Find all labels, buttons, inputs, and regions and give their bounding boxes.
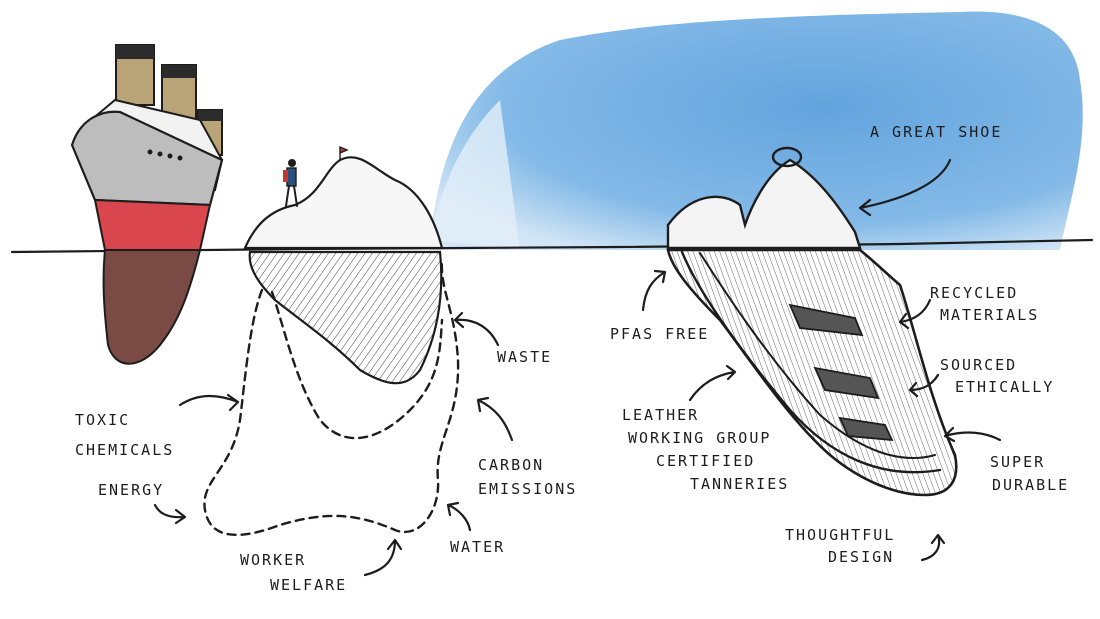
arrow-sourced (908, 373, 940, 398)
right-labels: A GREAT SHOE PFAS FREE LEATHER WORKING G… (610, 123, 1069, 566)
label-toxic-2: CHEMICALS (75, 441, 174, 459)
arrow-toxic (178, 393, 240, 412)
arrow-waste (453, 311, 500, 347)
label-leather-4: TANNERIES (690, 475, 789, 493)
label-great-shoe: A GREAT SHOE (870, 123, 1002, 141)
arrow-water (446, 501, 472, 532)
arrow-worker (363, 538, 403, 577)
waterline (10, 238, 1094, 254)
label-worker-1: WORKER (240, 551, 306, 569)
arrow-pfas (641, 269, 667, 312)
label-recycled-1: RECYCLED (930, 284, 1018, 302)
label-thoughtful-2: DESIGN (828, 548, 894, 566)
arrow-energy (153, 503, 187, 525)
summit-flag (339, 145, 349, 160)
label-recycled-2: MATERIALS (940, 306, 1039, 324)
ship (70, 44, 224, 365)
arrows (153, 158, 1002, 577)
label-sourced-1: SOURCED (940, 356, 1017, 374)
arrow-super (943, 426, 1002, 443)
hiker (283, 159, 298, 207)
arrow-carbon (476, 396, 514, 442)
arrow-leather (688, 364, 737, 402)
arrow-thoughtful (920, 533, 946, 562)
label-carbon-2: EMISSIONS (478, 480, 577, 498)
label-leather-3: CERTIFIED (656, 452, 755, 470)
label-worker-2: WELFARE (270, 576, 347, 594)
label-sourced-2: ETHICALLY (955, 378, 1054, 396)
label-super-1: SUPER (990, 453, 1045, 471)
label-energy: ENERGY (98, 481, 164, 499)
label-pfas: PFAS FREE (610, 325, 709, 343)
label-thoughtful-1: THOUGHTFUL (785, 526, 895, 544)
arrow-great-shoe (858, 158, 952, 217)
label-leather-1: LEATHER (622, 406, 699, 424)
shoe (666, 146, 958, 497)
left-labels: TOXIC CHEMICALS ENERGY WORKER WELFARE WA… (75, 348, 577, 594)
iceberg-left (203, 145, 460, 536)
label-carbon-1: CARBON (478, 456, 544, 474)
label-waste: WASTE (497, 348, 552, 366)
label-water: WATER (450, 538, 505, 556)
label-leather-2: WORKING GROUP (628, 429, 771, 447)
arrow-recycled (898, 298, 932, 330)
label-super-2: DURABLE (992, 476, 1069, 494)
sky-wash (430, 11, 1083, 250)
label-toxic-1: TOXIC (75, 411, 130, 429)
